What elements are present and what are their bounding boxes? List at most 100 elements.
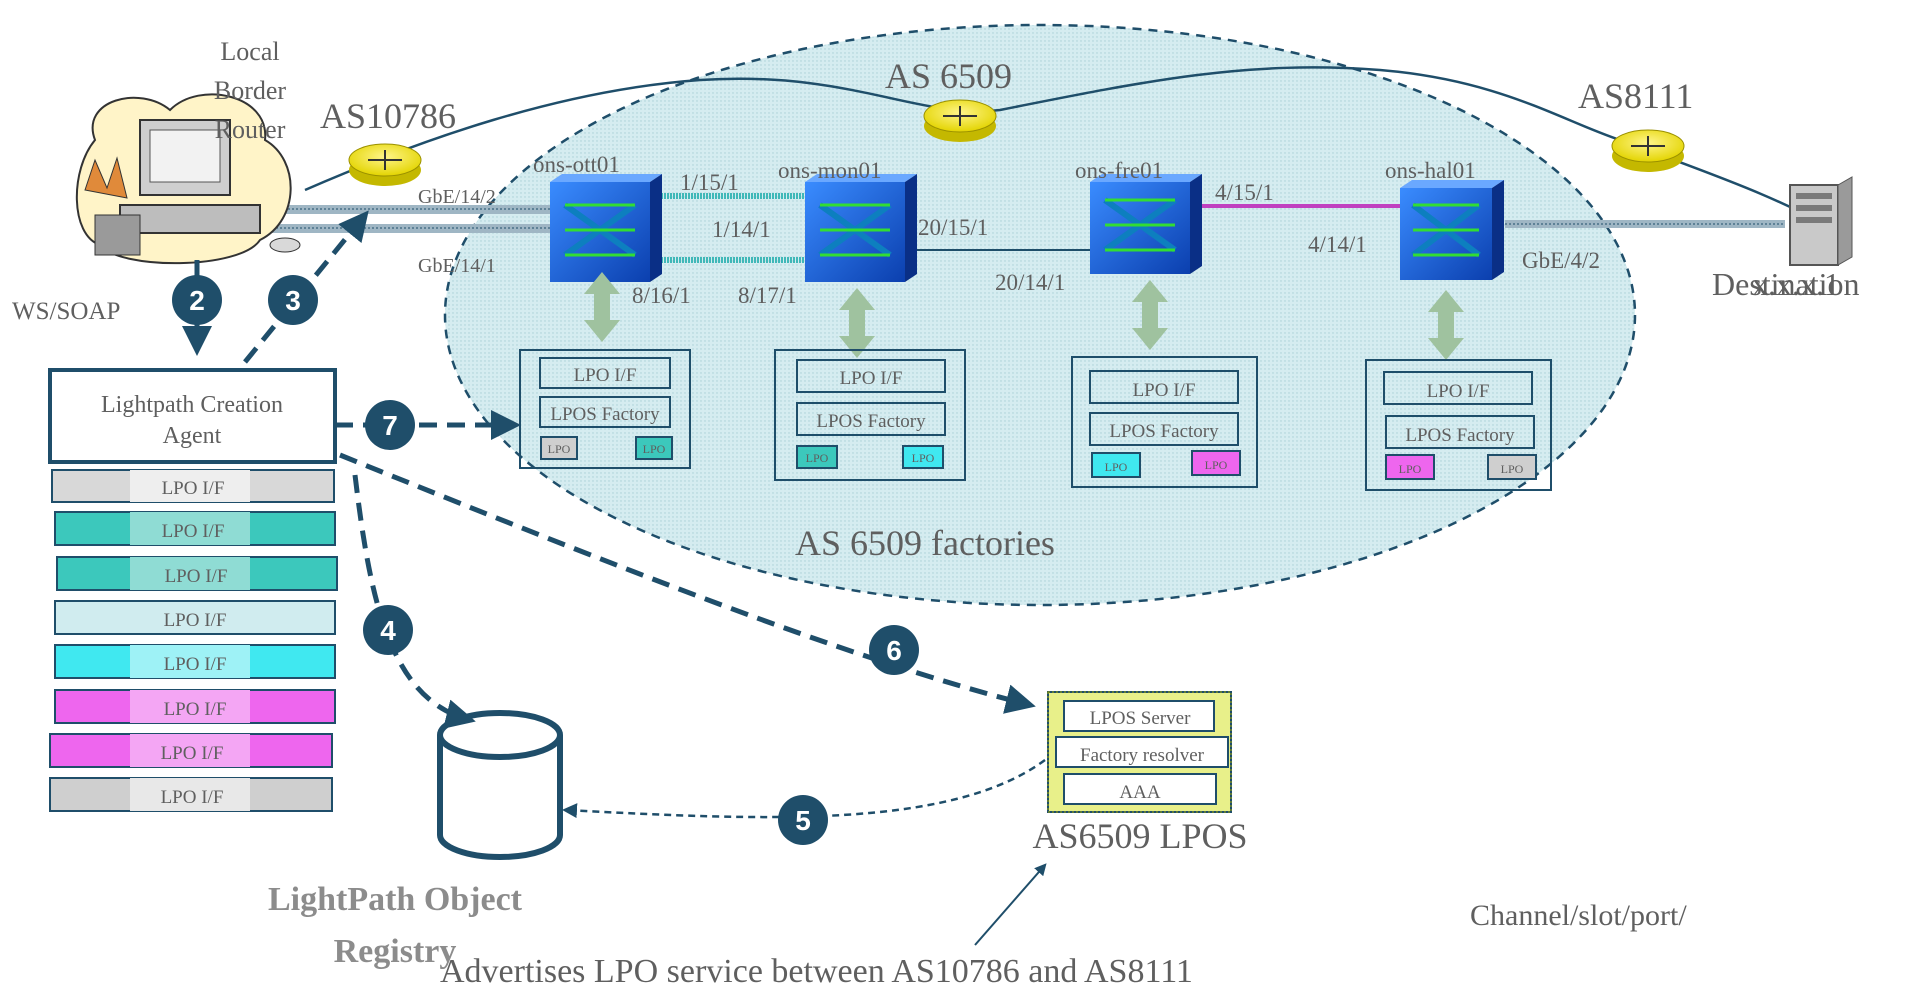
fiber-local-ott	[240, 205, 550, 233]
node-ons-mon01[interactable]	[805, 174, 917, 282]
node-name-mon01: ons-mon01	[778, 158, 882, 183]
node-name-ott01: ons-ott01	[533, 152, 620, 177]
lpo-stack-item[interactable]: LPO I/F	[54, 689, 336, 724]
lpos-label: AS6509 LPOS	[1032, 816, 1247, 856]
advertises-note: Advertises LPO service between AS10786 a…	[440, 953, 1193, 990]
factory-name-label: LPOS Factory	[550, 404, 660, 425]
lpo-label: LPO	[1399, 462, 1422, 476]
factory-iface-label: LPO I/F	[574, 365, 637, 386]
lpo-if-label: LPO I/F	[162, 521, 225, 542]
factory-name-label: LPOS Factory	[816, 411, 926, 432]
lpos-server[interactable]: LPOS Server Factory resolver AAA	[1047, 691, 1232, 813]
lpo-label: LPO	[806, 451, 829, 465]
as6509-label: AS 6509	[885, 56, 1012, 96]
step-number: 4	[380, 615, 396, 646]
flow-arrow-5	[562, 758, 1046, 819]
factory-iface-label: LPO I/F	[840, 368, 903, 389]
router-label-line2: Border	[214, 76, 287, 105]
factory-fre01[interactable]: LPO I/F LPOS Factory LPO LPO	[1071, 356, 1258, 488]
step-number: 2	[189, 285, 205, 316]
as10786-label: AS10786	[320, 96, 456, 136]
fiber-hal-dest	[1505, 220, 1785, 228]
advertise-pointer	[974, 863, 1047, 946]
port-8-17-1: 8/17/1	[738, 283, 797, 308]
lpos-server-label: LPOS Server	[1090, 708, 1191, 729]
step-4-badge	[363, 605, 413, 655]
lpo-stack-item[interactable]: LPO I/F	[49, 733, 333, 768]
lpo-label: LPO	[548, 442, 571, 456]
agent-label-line2: Agent	[163, 423, 222, 449]
lpo-if-label: LPO I/F	[164, 699, 227, 720]
lpo-stack-item[interactable]: LPO I/F	[54, 511, 336, 546]
step-7-badge	[365, 400, 415, 450]
port-20-14-1: 20/14/1	[995, 270, 1065, 295]
node-ons-hal01[interactable]	[1400, 180, 1504, 280]
step-number: 3	[285, 285, 301, 316]
factories-label: AS 6509 factories	[795, 523, 1055, 563]
factory-hal01[interactable]: LPO I/F LPOS Factory LPO LPO	[1365, 359, 1552, 491]
lpo-if-label: LPO I/F	[164, 610, 227, 631]
node-ons-ott01[interactable]	[550, 174, 662, 282]
factory-name-label: LPOS Factory	[1405, 425, 1515, 446]
lpo-label: LPO	[912, 451, 935, 465]
ws-soap-label: WS/SOAP	[12, 298, 120, 325]
lightpath-creation-agent[interactable]	[48, 368, 337, 464]
lpo-label: LPO	[1205, 458, 1228, 472]
lpo-label: LPO	[1501, 462, 1524, 476]
port-4-14-1: 4/14/1	[1308, 232, 1367, 257]
step-number: 6	[886, 635, 902, 666]
registry-label-line1: LightPath Object	[268, 881, 523, 918]
step-2-badge	[172, 275, 222, 325]
step-number: 7	[382, 410, 398, 441]
port-1-14-1: 1/14/1	[712, 217, 771, 242]
lpo-if-label: LPO I/F	[161, 743, 224, 764]
step-5-badge	[778, 795, 828, 845]
lpo-stack: LPO I/F LPO I/F LPO I/F LPO I/F LPO I/F …	[49, 469, 338, 812]
lpo-if-label: LPO I/F	[161, 787, 224, 808]
destination-server-icon[interactable]	[1789, 176, 1853, 266]
step-badges: 2 3 4 5 6 7	[172, 275, 919, 845]
green-arrows	[584, 272, 1464, 360]
factory-mon01[interactable]: LPO I/F LPOS Factory LPO LPO	[774, 349, 966, 481]
port-gbe-4-2: GbE/4/2	[1522, 248, 1600, 273]
port-8-16-1: 8/16/1	[632, 283, 691, 308]
router-as6509[interactable]	[923, 99, 997, 142]
step-number: 5	[795, 805, 811, 836]
as8111-label: AS8111	[1578, 76, 1693, 116]
agent-label-line1: Lightpath Creation	[101, 392, 283, 418]
lpo-stack-item[interactable]: LPO I/F	[56, 556, 338, 591]
port-gbe-14-2: GbE/14/2	[418, 186, 496, 208]
lpo-stack-item[interactable]: LPO I/F	[54, 644, 336, 679]
registry-database-icon[interactable]	[437, 710, 563, 860]
destination-label: Destination	[1712, 266, 1860, 302]
node-name-fre01: ons-fre01	[1075, 158, 1163, 183]
lpo-if-label: LPO I/F	[162, 478, 225, 499]
port-4-15-1: 4/15/1	[1215, 180, 1274, 205]
factory-ott01[interactable]: LPO I/F LPOS Factory LPO LPO	[519, 349, 691, 469]
lpo-if-label: LPO I/F	[164, 654, 227, 675]
router-as10786[interactable]	[348, 143, 422, 186]
node-ons-fre01[interactable]	[1090, 174, 1202, 274]
node-name-hal01: ons-hal01	[1385, 158, 1476, 183]
router-label-line1: Local	[220, 37, 279, 66]
step-6-badge	[869, 625, 919, 675]
aaa-label: AAA	[1119, 782, 1160, 803]
factory-iface-label: LPO I/F	[1427, 381, 1490, 402]
lpo-stack-item[interactable]: LPO I/F	[49, 777, 333, 812]
lpo-label: LPO	[643, 442, 666, 456]
as6509-cloud	[443, 23, 1637, 607]
lpo-stack-item[interactable]: LPO I/F	[54, 600, 336, 635]
local-computer-icon	[75, 93, 301, 265]
port-20-15-1: 20/15/1	[918, 215, 988, 240]
lpo-label: LPO	[1105, 460, 1128, 474]
router-label-line3: Router	[215, 115, 286, 144]
registry-label-line2: Registry	[334, 933, 457, 970]
lpo-if-label: LPO I/F	[165, 566, 228, 587]
router-as8111[interactable]	[1611, 129, 1685, 172]
step-3-badge	[268, 275, 318, 325]
destination-address: x.x.x.1	[1752, 266, 1840, 302]
channel-slot-port-note: Channel/slot/port/	[1470, 899, 1687, 932]
lpo-stack-item[interactable]: LPO I/F	[51, 469, 335, 503]
factory-resolver-label: Factory resolver	[1080, 745, 1205, 766]
